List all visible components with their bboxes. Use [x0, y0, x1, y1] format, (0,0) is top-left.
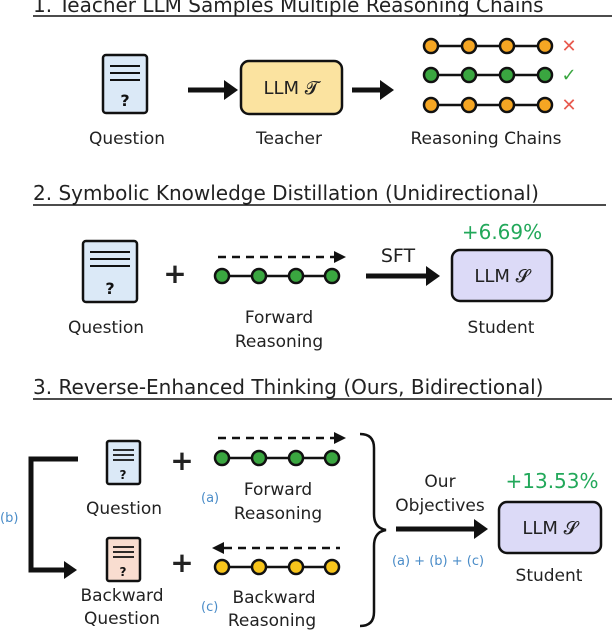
section3-forward-chain: [213, 449, 341, 467]
backward-question-document-icon: ?: [105, 536, 142, 583]
teacher-llm-box: [239, 59, 344, 116]
section3-plus-bottom: +: [170, 546, 193, 579]
objectives-label-line2: Objectives: [395, 496, 485, 516]
chain-1-cross-icon: ✕: [561, 36, 576, 57]
svg-text:?: ?: [120, 91, 129, 110]
section3-forward-label-line1: Forward: [244, 480, 312, 500]
chain-3-cross-icon: ✕: [561, 95, 576, 116]
sft-label: SFT: [381, 245, 416, 267]
section1-arrow-1-head: [224, 80, 238, 100]
section3-question-label: Question: [86, 499, 162, 519]
section3-forward-dashed-arrow-head: [334, 432, 346, 444]
section2-student-llm-box: [450, 248, 554, 303]
section1-title: 1. Teacher LLM Samples Multiple Reasonin…: [33, 0, 544, 17]
chain-2-check-icon: ✓: [561, 65, 576, 86]
reasoning-chain-3: [422, 96, 554, 114]
teacher-label: Teacher: [255, 129, 322, 149]
objectives-arrow-head: [474, 519, 488, 539]
section2-gain: +6.69%: [462, 220, 542, 244]
section3-backward-chain: [213, 558, 341, 576]
reasoning-chains-label: Reasoning Chains: [410, 129, 561, 149]
section3-b-bracket-head: [64, 561, 77, 579]
curly-brace: [359, 432, 387, 628]
section2-question-label: Question: [68, 318, 144, 338]
section3-backward-label-line1: Backward: [232, 588, 315, 608]
backward-question-label-line1: Backward: [80, 586, 163, 606]
section2-question-document-icon: ?: [81, 239, 139, 304]
section3-student-llm-box-label: LLM 𝓢: [522, 518, 579, 539]
section3-backward-dashed-arrow-head: [212, 542, 224, 554]
section2-plus: +: [163, 257, 186, 290]
section3-forward-label-line2: Reasoning: [234, 504, 322, 524]
section3-student-llm-box: [497, 500, 603, 555]
section2-student-label: Student: [468, 318, 535, 338]
section3-backward-label-line2: Reasoning: [228, 611, 316, 630]
section1-question-label: Question: [89, 129, 165, 149]
backward-question-label-line2: Question: [84, 609, 160, 629]
section2-title: 2. Symbolic Knowledge Distillation (Unid…: [33, 181, 539, 205]
reasoning-chain-1: [422, 37, 554, 55]
c-tag: (c): [201, 600, 218, 615]
section2-student-llm-box-label: LLM 𝓢: [474, 266, 531, 287]
section3-gain: +13.53%: [505, 469, 598, 493]
teacher-llm-box-label: LLM 𝓣: [263, 78, 321, 99]
svg-text:?: ?: [105, 279, 114, 298]
a-tag: (a): [201, 491, 219, 506]
section3-question-document-icon: ?: [105, 439, 142, 486]
section2-forward-label-line1: Forward: [245, 308, 313, 328]
section2-sft-arrow-head: [426, 266, 440, 286]
b-tag: (b): [0, 511, 18, 526]
svg-text:?: ?: [120, 565, 127, 579]
section1-arrow-2-head: [380, 80, 394, 100]
section2-forward-label-line2: Reasoning: [235, 332, 323, 352]
objectives-label-line1: Our: [424, 472, 455, 492]
section3-plus-top: +: [170, 444, 193, 477]
svg-text:?: ?: [120, 468, 127, 482]
section2-forward-chain: [213, 267, 341, 285]
section3-title: 3. Reverse-Enhanced Thinking (Ours, Bidi…: [33, 375, 543, 399]
section3-student-label: Student: [516, 566, 583, 586]
objectives-formula: (a) + (b) + (c): [392, 554, 484, 569]
section1-question-document-icon: ?: [101, 53, 149, 115]
section2-forward-dashed-arrow-head: [334, 251, 346, 263]
reasoning-chain-2: [422, 66, 554, 84]
section3-b-bracket: [28, 456, 78, 573]
